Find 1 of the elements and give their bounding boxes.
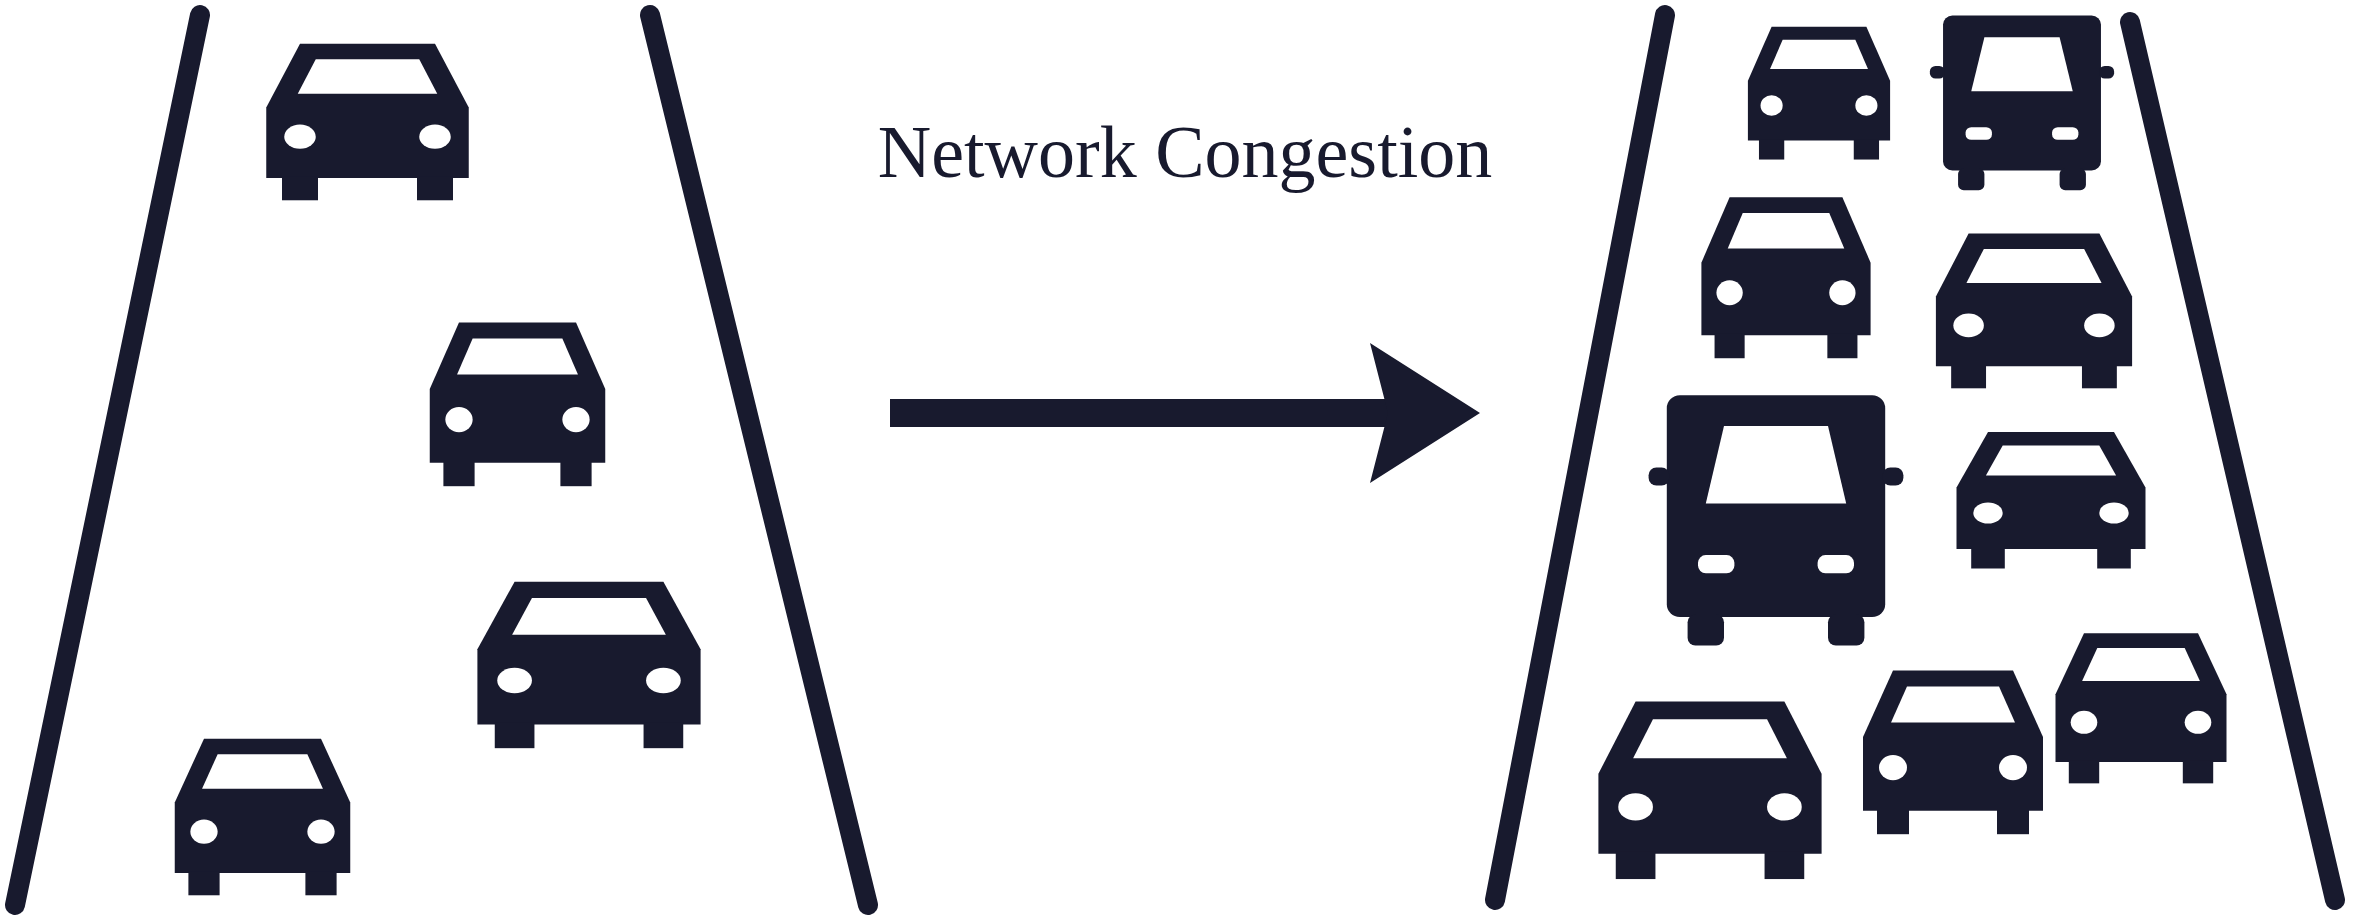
arrow (890, 343, 1480, 483)
